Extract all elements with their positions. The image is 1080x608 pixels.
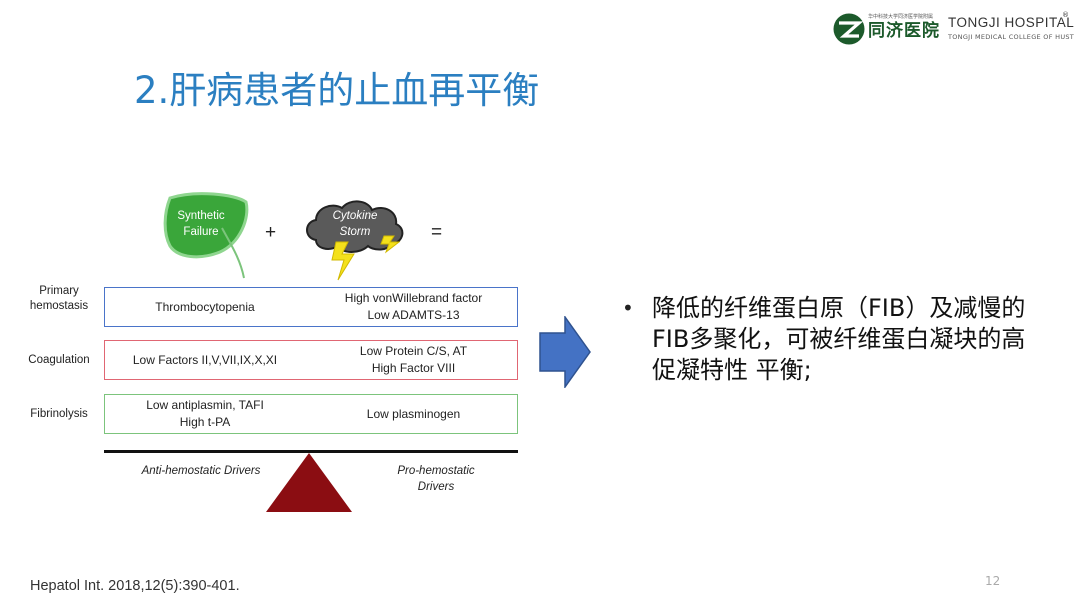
hospital-logo (832, 12, 1072, 46)
fibrinolysis-left-line1: Low antiplasmin, TAFI (146, 398, 264, 412)
storm-cloud-icon (306, 200, 404, 281)
page-number: 12 (985, 574, 1001, 588)
citation: Hepatol Int. 2018,12(5):390-401. (30, 578, 240, 594)
coagulation-box: Low Factors II,V,VII,IX,X,XI Low Protein… (104, 340, 518, 380)
row-label-fibrinolysis: Fibrinolysis (30, 408, 88, 420)
fibrinolysis-right-text: Low plasminogen (366, 407, 461, 421)
slide-title: 2.肝病患者的止血再平衡 (134, 69, 540, 112)
coagulation-right-line2: High Factor VIII (371, 361, 456, 375)
cloud-label: Cytokine Storm (318, 208, 392, 240)
fibrinolysis-box: Low antiplasmin, TAFI High t-PA Low plas… (104, 394, 518, 434)
cloud-label-line2: Storm (339, 226, 371, 238)
logo-cn-subtitle: 华中科技大学同济医学院附属 (868, 14, 934, 20)
fulcrum-icon (266, 453, 352, 512)
bullet-text: 降低的纤维蛋白原（FIB）及减慢的FIB多聚化，可被纤维蛋白凝块的高促凝特性 平… (652, 294, 1026, 384)
equals-sign: = (431, 222, 443, 243)
primary-right-line1: High vonWillebrand factor (344, 291, 483, 305)
coagulation-right-text: Low Protein C/S, AT High Factor VIII (310, 343, 517, 377)
pro-hemostatic-label: Pro-hemostatic Drivers (380, 463, 492, 495)
right-arrow-icon (539, 316, 591, 388)
logo-en-name: TONGJI HOSPITAL (948, 15, 1075, 30)
plus-sign: + (265, 222, 277, 243)
row-label-coagulation: Coagulation (28, 354, 90, 366)
primary-hemostasis-box: Thrombocytopenia High vonWillebrand fact… (104, 287, 518, 327)
pro-hemostatic-line2: Drivers (417, 481, 455, 493)
primary-right-line2: Low ADAMTS-13 (367, 308, 460, 322)
pro-hemostatic-line1: Pro-hemostatic (397, 465, 475, 477)
hospital-emblem-icon (833, 13, 865, 45)
bullet-marker: • (622, 296, 634, 320)
row-label-primary-line1: Primary (39, 285, 79, 297)
coagulation-right-line1: Low Protein C/S, AT (359, 344, 468, 358)
fibrinolysis-left-text: Low antiplasmin, TAFI High t-PA (105, 397, 305, 431)
row-label-primary: Primary hemostasis (14, 284, 104, 314)
liver-label-line2: Failure (183, 226, 219, 238)
primary-left-text: Thrombocytopenia (155, 300, 255, 314)
balance-beam (104, 450, 518, 453)
row-label-primary-line2: hemostasis (29, 300, 89, 312)
liver-label-line1: Synthetic (177, 210, 225, 222)
liver-label: Synthetic Failure (168, 208, 234, 240)
fibrinolysis-left-line2: High t-PA (179, 415, 231, 429)
logo-registered-mark: ® (1062, 11, 1069, 19)
logo-en-subtitle: TONGJI MEDICAL COLLEGE OF HUST (948, 33, 1075, 41)
liver-icon (163, 192, 249, 279)
anti-hemostatic-label: Anti-hemostatic Drivers (141, 465, 261, 477)
coagulation-left-text: Low Factors II,V,VII,IX,X,XI (132, 353, 278, 367)
primary-right-text: High vonWillebrand factor Low ADAMTS-13 (310, 290, 517, 324)
logo-cn-name: 同济医院 (868, 21, 940, 41)
cloud-label-line1: Cytokine (332, 210, 378, 222)
